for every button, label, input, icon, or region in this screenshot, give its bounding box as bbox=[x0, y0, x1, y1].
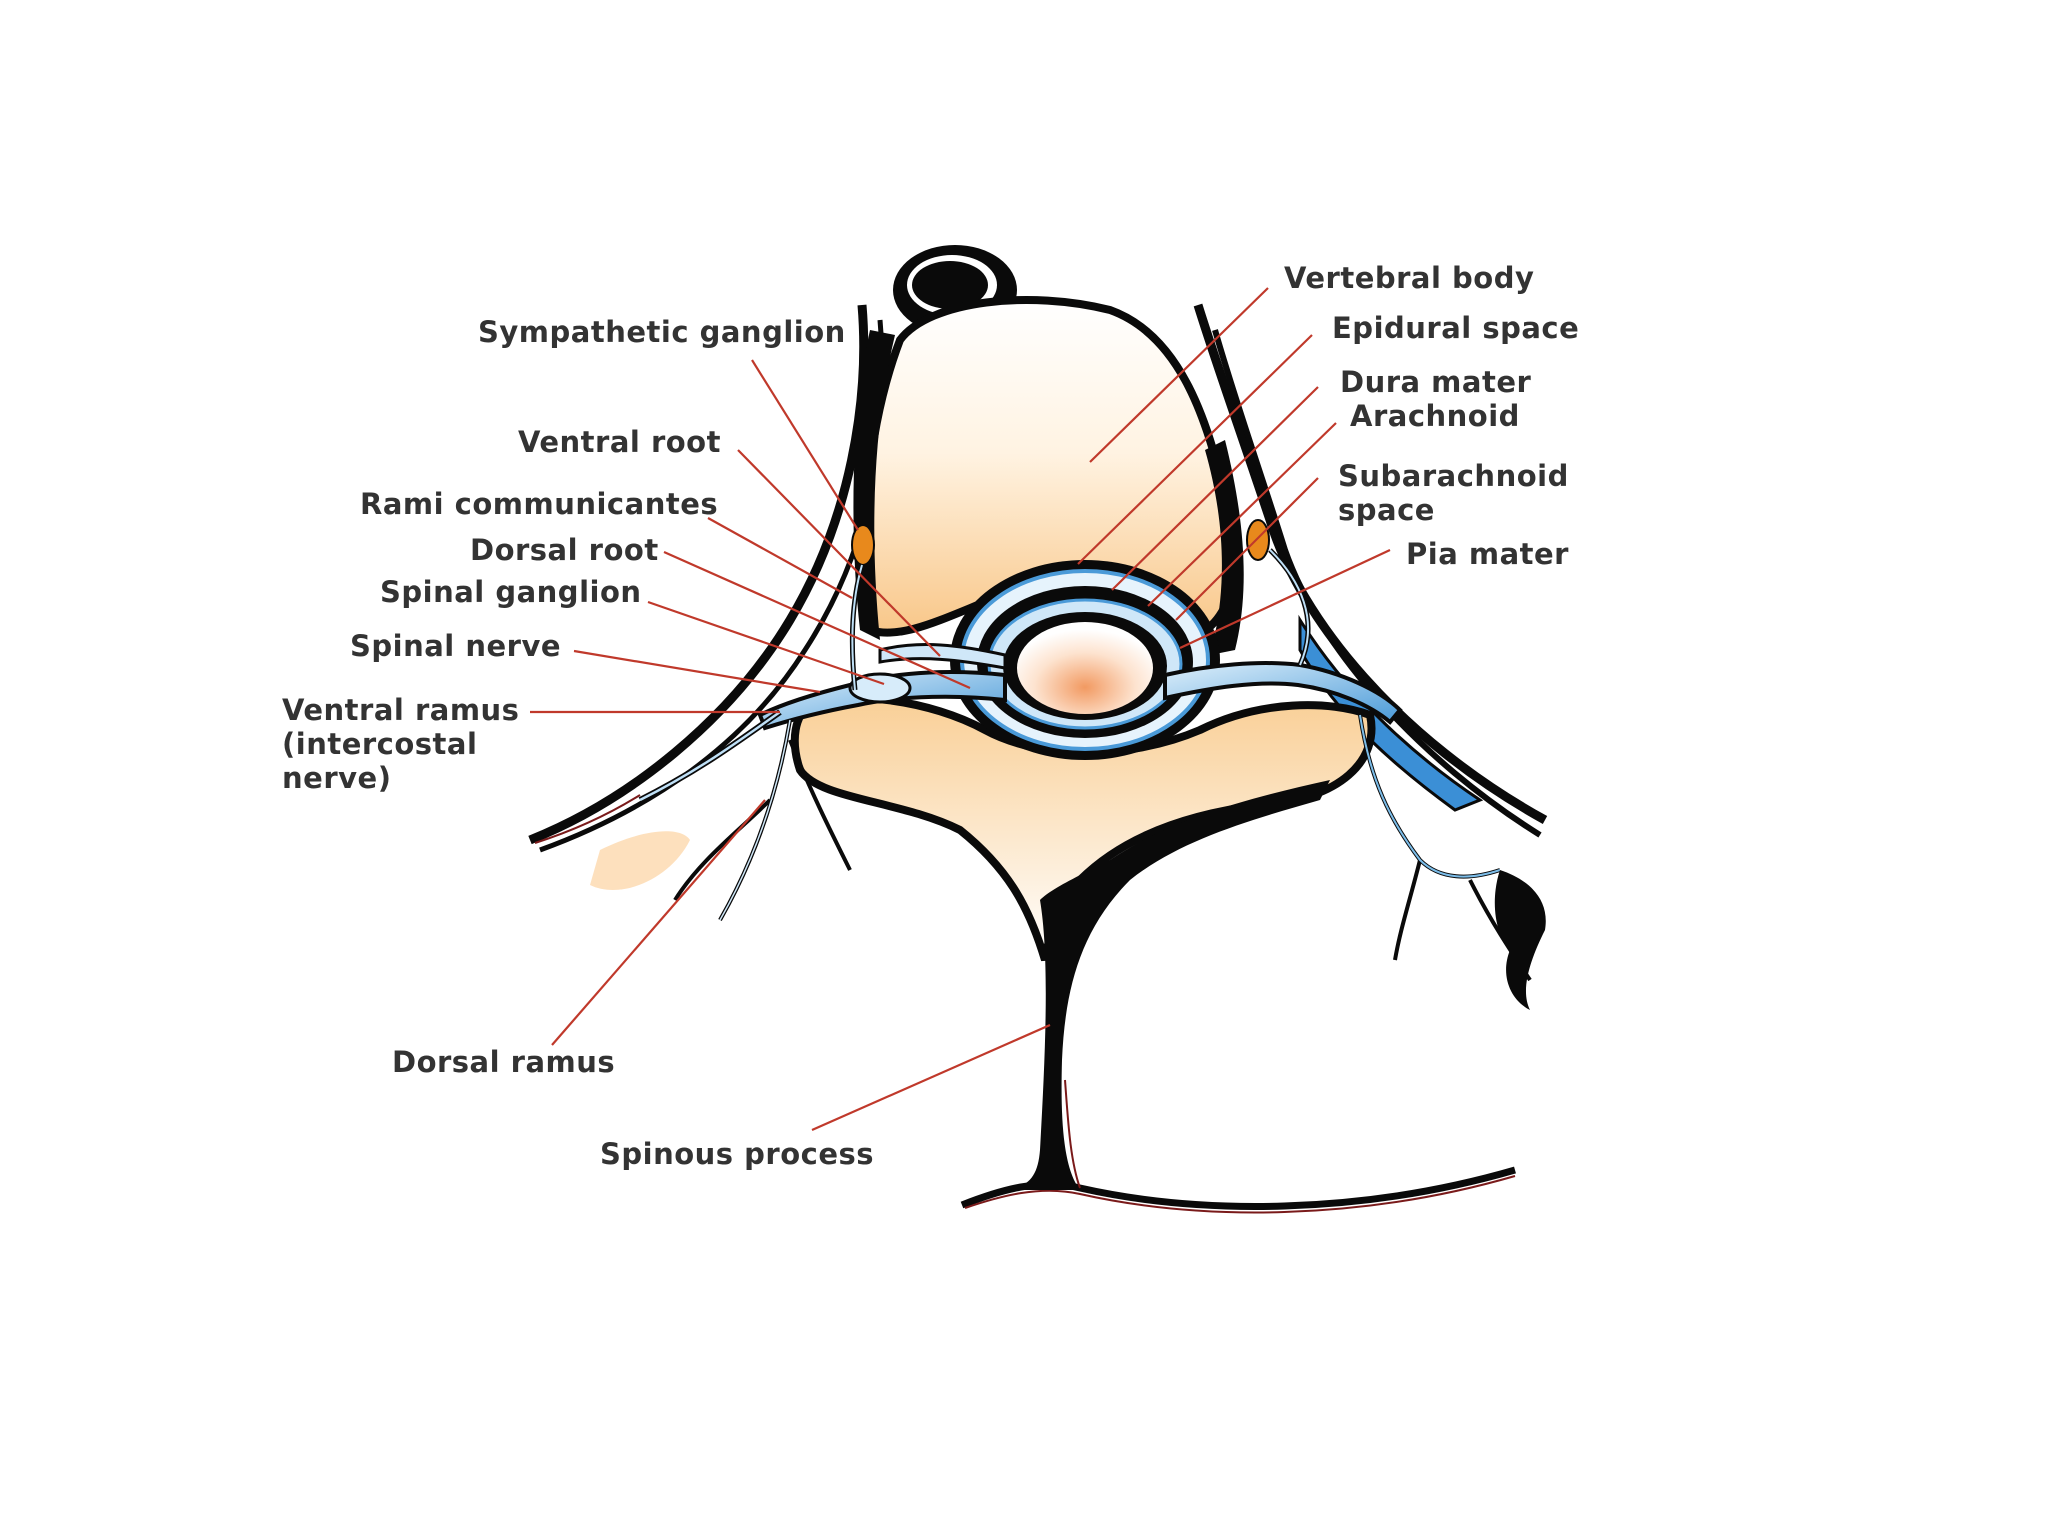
back-contour bbox=[960, 1166, 1516, 1210]
leader-epidural-space bbox=[1077, 334, 1313, 565]
leader-spinous-process bbox=[811, 1023, 1051, 1132]
left-sympathetic-ganglion bbox=[851, 524, 875, 566]
leader-ventral-root bbox=[737, 449, 941, 657]
leader-vertebral-body bbox=[1089, 287, 1269, 463]
right-sympathetic-ganglion bbox=[1246, 519, 1270, 561]
label-spinous-process: Spinous process bbox=[600, 1137, 874, 1171]
leader-pia-mater bbox=[1179, 549, 1391, 649]
label-subarachnoid-line2: space bbox=[1338, 493, 1435, 527]
leader-dorsal-ramus bbox=[551, 799, 766, 1046]
label-ventral-root: Ventral root bbox=[518, 425, 721, 459]
label-epidural-space: Epidural space bbox=[1332, 311, 1579, 345]
label-ventral-ramus-line1: Ventral ramus bbox=[282, 693, 519, 727]
label-ventral-ramus-line2: (intercostal bbox=[282, 727, 477, 761]
leader-spinal-ganglion bbox=[647, 600, 885, 686]
label-subarachnoid-line1: Subarachnoid bbox=[1338, 459, 1569, 493]
leader-dorsal-root bbox=[663, 550, 971, 690]
leader-subarachnoid-space bbox=[1175, 477, 1319, 621]
label-arachnoid: Arachnoid bbox=[1350, 399, 1520, 433]
label-ventral-ramus-line3: nerve) bbox=[282, 761, 391, 795]
labels: Vertebral body Epidural space Dura mater… bbox=[282, 261, 1579, 1171]
right-pleura-outline bbox=[1193, 303, 1548, 824]
left-spinal-ganglion bbox=[848, 672, 912, 704]
label-dorsal-root: Dorsal root bbox=[470, 533, 659, 567]
label-pia-mater: Pia mater bbox=[1406, 537, 1569, 571]
spinal-cord bbox=[1013, 618, 1157, 718]
label-rami-communicantes: Rami communicantes bbox=[360, 487, 718, 521]
leader-rami-communicantes bbox=[707, 517, 853, 599]
anatomy-illustration bbox=[528, 245, 1548, 1214]
right-spinal-nerve bbox=[1163, 661, 1403, 725]
leader-sympathetic-ganglion bbox=[751, 359, 859, 531]
label-spinal-ganglion: Spinal ganglion bbox=[380, 575, 642, 609]
spinous-process-shape bbox=[1010, 780, 1330, 1190]
label-dorsal-ramus: Dorsal ramus bbox=[392, 1045, 615, 1079]
label-dura-mater: Dura mater bbox=[1340, 365, 1532, 399]
leader-dura-mater bbox=[1111, 386, 1319, 591]
label-vertebral-body: Vertebral body bbox=[1284, 261, 1534, 295]
leader-spinal-nerve bbox=[573, 649, 821, 694]
leader-lines bbox=[530, 287, 1391, 1132]
leader-arachnoid bbox=[1147, 422, 1337, 607]
label-sympathetic-ganglion: Sympathetic ganglion bbox=[478, 315, 846, 349]
label-spinal-nerve: Spinal nerve bbox=[350, 629, 561, 663]
